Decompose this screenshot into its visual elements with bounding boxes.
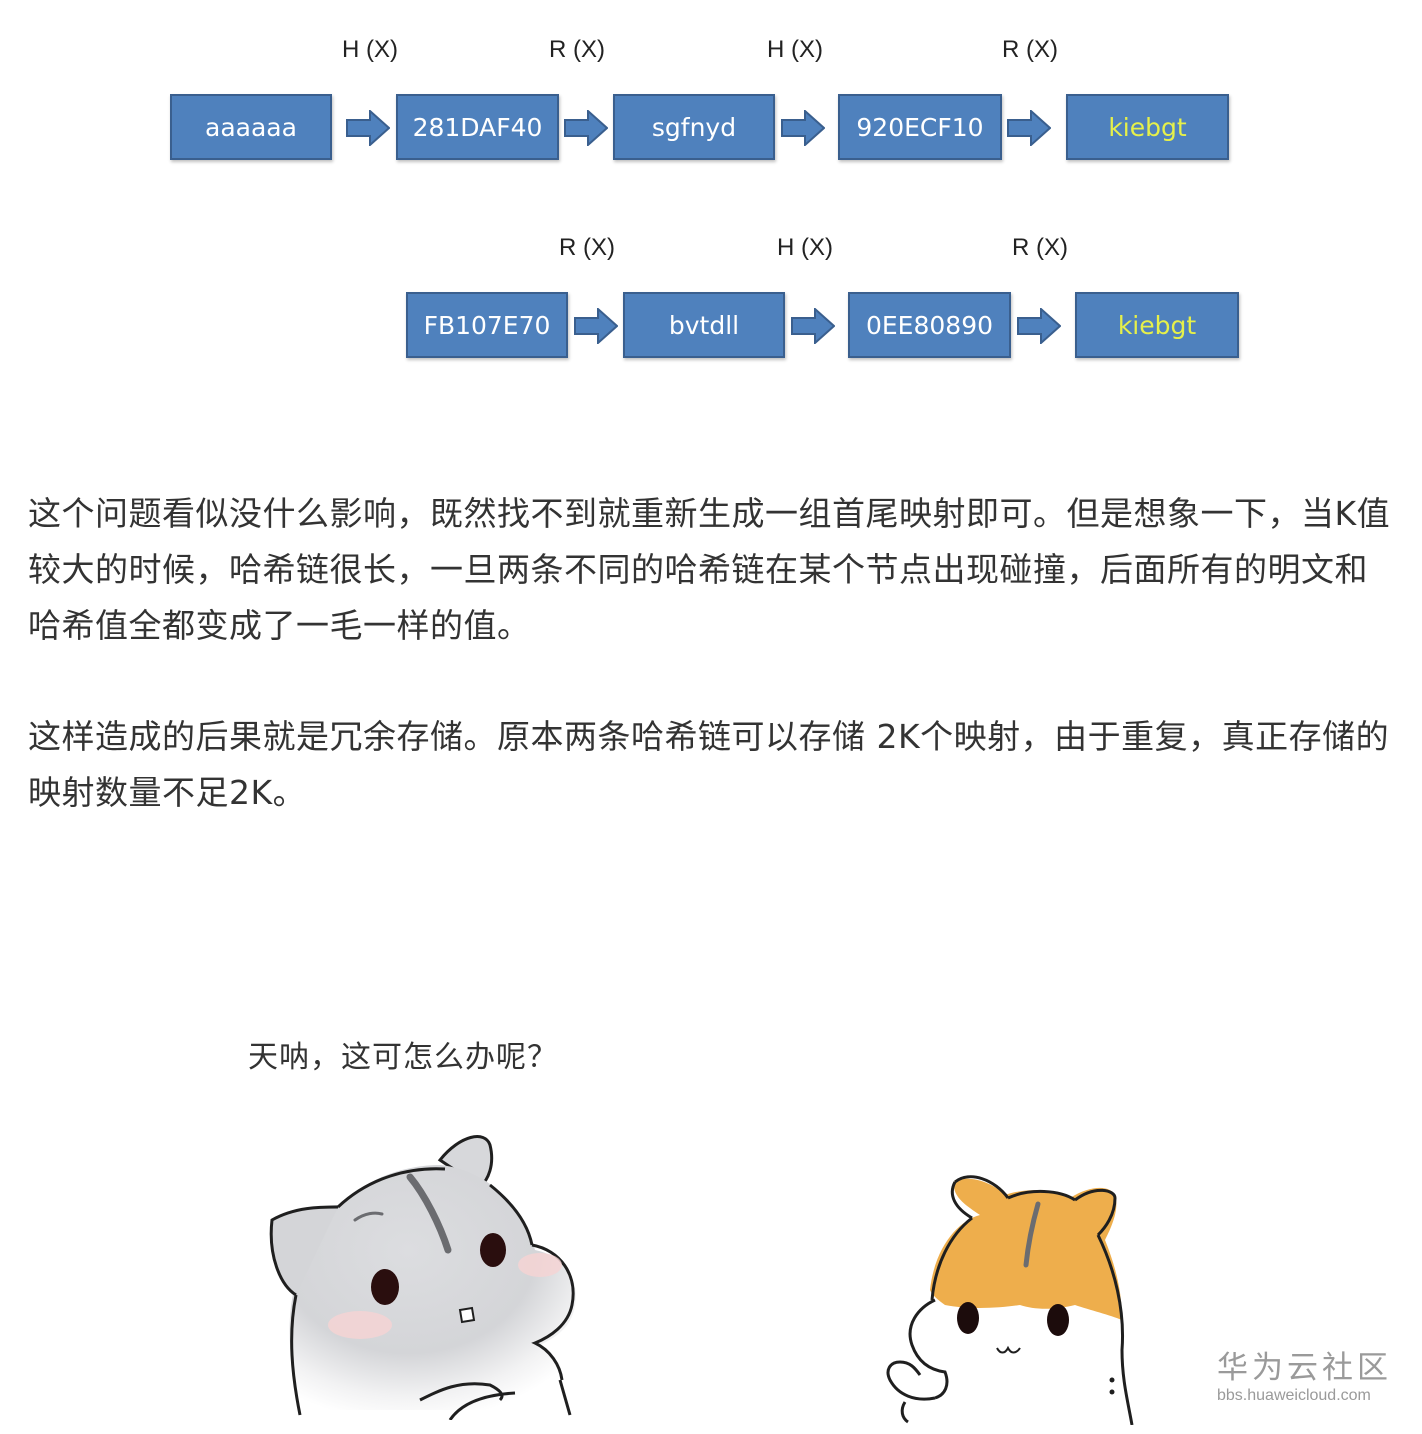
chain1-node-hash: 281DAF40: [396, 94, 559, 160]
chain1-node-plaintext: aaaaaa: [170, 94, 332, 160]
right-arrow-icon: [1007, 110, 1051, 146]
paragraph: 这样造成的后果就是冗余存储。原本两条哈希链可以存储 2K个映射，由于重复，真正存…: [28, 717, 1390, 812]
function-label: R (X): [559, 234, 615, 261]
orange-hamster-illustration: [886, 1175, 1134, 1425]
function-label: H (X): [767, 36, 823, 63]
function-label: R (X): [1002, 36, 1058, 63]
chain1-node-plaintext: sgfnyd: [613, 94, 775, 160]
function-label: H (X): [777, 234, 833, 261]
grey-hamster-illustration: [269, 1135, 576, 1420]
watermark-url: bbs.huaweicloud.com: [1217, 1387, 1371, 1404]
right-arrow-icon: [564, 110, 608, 146]
chain1-node-hash: 920ECF10: [838, 94, 1002, 160]
watermark: 华为云社区 bbs.huaweicloud.com: [1217, 1350, 1392, 1406]
chain2-node-hash: 0EE80890: [848, 292, 1011, 358]
article-body: 这样造成的后果就是冗余存储。原本两条哈希链可以存储 2K个映射，由于重复，真正存…: [28, 709, 1398, 821]
right-arrow-icon: [791, 308, 835, 344]
right-arrow-icon: [574, 308, 618, 344]
chain2-node-hash: FB107E70: [406, 292, 568, 358]
right-arrow-icon: [781, 110, 825, 146]
right-arrow-icon: [1017, 308, 1061, 344]
illustration-caption: 天呐，这可怎么办呢？: [248, 1040, 558, 1075]
watermark-title: 华为云社区: [1217, 1350, 1392, 1386]
chain1-node-end: kiebgt: [1066, 94, 1229, 160]
chain2-node-plaintext: bvtdll: [623, 292, 785, 358]
paragraph: 这个问题看似没什么影响，既然找不到就重新生成一组首尾映射即可。但是想象一下，当K…: [28, 494, 1391, 645]
function-label: R (X): [1012, 234, 1068, 261]
function-label: H (X): [342, 36, 398, 63]
article-body: 这个问题看似没什么影响，既然找不到就重新生成一组首尾映射即可。但是想象一下，当K…: [28, 486, 1398, 654]
right-arrow-icon: [346, 110, 390, 146]
hash-chain-diagram: H (X) R (X) H (X) R (X) aaaaaa 281DAF40 …: [0, 0, 1422, 400]
function-label: R (X): [549, 36, 605, 63]
chain2-node-end: kiebgt: [1075, 292, 1239, 358]
